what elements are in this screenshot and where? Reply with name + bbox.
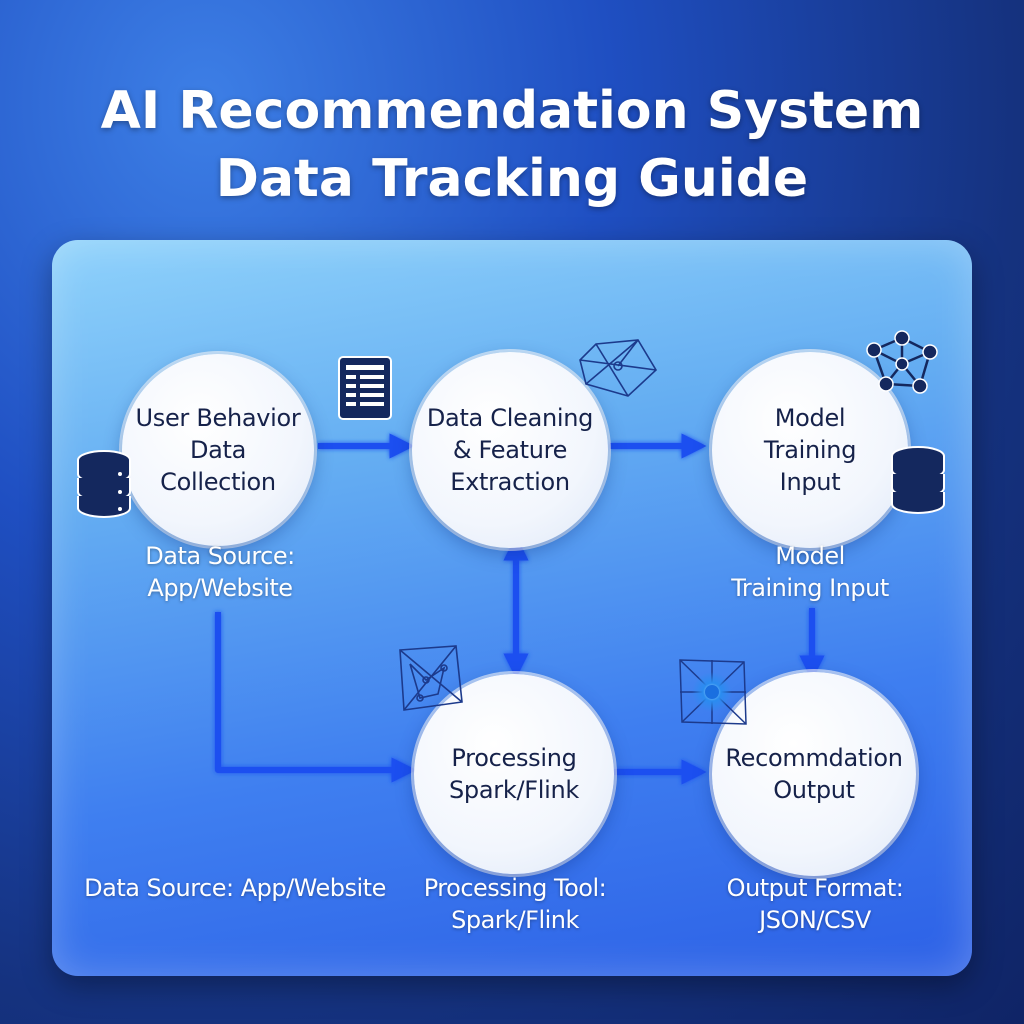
node-label: Data Cleaning & Feature Extraction (426, 404, 594, 496)
database-icon (77, 450, 131, 518)
node-label: Processing Spark/Flink (449, 744, 579, 804)
caption-output-format: Output Format: JSON/CSV (726, 874, 904, 934)
node-label: Model Training Input (763, 404, 857, 496)
node-label: Recommdation Output (725, 744, 903, 804)
polygon-network-icon (399, 645, 463, 711)
polygon-network-icon (579, 339, 658, 397)
caption-data-source-top: Data Source: App/Website (145, 542, 295, 602)
glowing-network-icon (679, 659, 747, 725)
caption-model-training-side: Model Training Input (731, 542, 889, 602)
node-processing: Processing Spark/Flink (414, 674, 614, 874)
node-user-behavior-collection: User Behavior Data Collection (122, 354, 314, 546)
table-list-icon (338, 356, 392, 420)
node-model-training-input: Model Training Input (712, 352, 908, 548)
caption-processing-tool: Processing Tool: Spark/Flink (423, 874, 607, 934)
arrow-source-to-processing (215, 612, 417, 783)
graph-network-icon (866, 330, 938, 394)
node-data-cleaning: Data Cleaning & Feature Extraction (412, 352, 608, 548)
node-label: User Behavior Data Collection (135, 404, 301, 496)
caption-data-source-bottom: Data Source: App/Website (84, 874, 386, 902)
database-icon (891, 446, 945, 514)
title-line-1: AI Recommendation System (100, 81, 924, 141)
title-line-2: Data Tracking Guide (215, 149, 809, 209)
